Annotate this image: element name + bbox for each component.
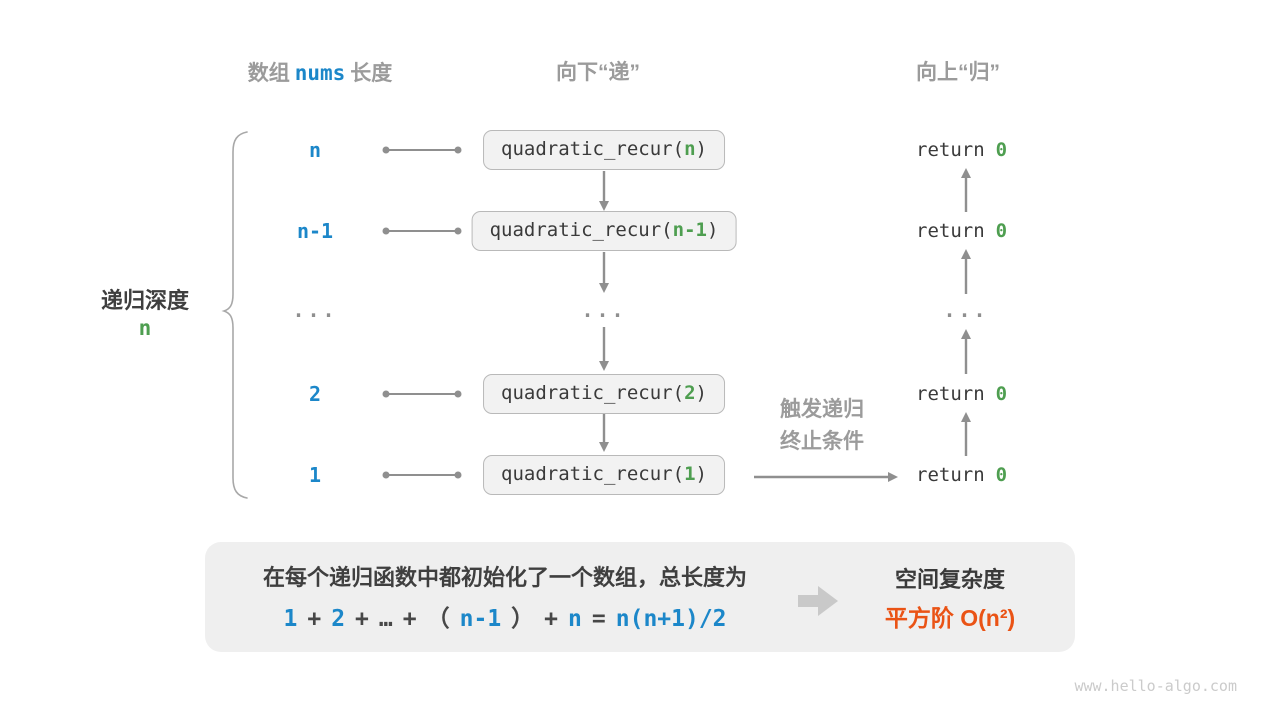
header-upward: 向上“归”: [916, 61, 1000, 84]
recursion-depth-value: n: [138, 316, 152, 340]
eq-token: ）: [511, 606, 535, 632]
call-box-n: quadratic_recur(n): [483, 130, 725, 170]
call-box-2: quadratic_recur(2): [483, 374, 725, 414]
call-text: ): [695, 463, 707, 485]
return-ellipsis: ...: [943, 298, 989, 322]
eq-token: （: [426, 606, 450, 632]
depth-label-1: 1: [308, 463, 322, 487]
depth-label-n-1: n-1: [296, 219, 334, 243]
call-text: quadratic_recur(: [489, 219, 673, 241]
summary-panel: 在每个递归函数中都初始化了一个数组，总长度为 1 +2 + … + （ n-1 ） + n = n(n…: [205, 542, 1075, 652]
depth-label-2: 2: [308, 382, 322, 406]
eq-token: n(n+1)/2: [615, 606, 727, 632]
call-text: quadratic_recur(: [501, 138, 685, 160]
space-complexity-value: 平方阶 O(n²): [884, 605, 1016, 631]
return-value: 0: [995, 220, 1008, 242]
call-box-1: quadratic_recur(1): [483, 455, 725, 495]
depth-label-n: n: [308, 138, 322, 162]
return-keyword: return: [916, 139, 985, 161]
site-watermark: www.hello-algo.com: [1074, 677, 1237, 695]
return-value: 0: [995, 383, 1008, 405]
space-complexity-title: 空间复杂度: [894, 567, 1005, 592]
summary-equation: 1 +2 + … + （ n-1 ） + n = n(n+1)/2: [215, 599, 795, 633]
eq-token: +: [544, 606, 559, 632]
call-arg: n-1: [672, 219, 707, 241]
eq-token: +: [355, 606, 369, 632]
header-downward: 向下“递”: [556, 61, 640, 84]
return-value: 0: [995, 464, 1008, 486]
call-ellipsis: ...: [581, 298, 627, 322]
implies-arrow-icon: [798, 586, 838, 616]
return-value: 0: [995, 139, 1008, 161]
eq-token: 2: [331, 606, 346, 632]
call-text: ): [706, 219, 719, 241]
call-text: ): [695, 138, 707, 160]
depth-brace: [221, 131, 248, 499]
return-label-1: return 0: [916, 461, 1007, 489]
call-text: quadratic_recur(: [501, 382, 685, 404]
depth-ellipsis: ...: [292, 298, 338, 322]
summary-description: 在每个递归函数中都初始化了一个数组，总长度为: [262, 565, 747, 590]
return-label-n-1: return 0: [916, 217, 1007, 245]
return-keyword: return: [916, 383, 985, 405]
eq-token: 1: [283, 606, 298, 632]
eq-token: n-1: [459, 606, 502, 632]
eq-token: n: [568, 606, 582, 632]
eq-token: +: [307, 606, 322, 632]
terminate-condition-line2: 终止条件: [780, 430, 864, 453]
call-text: quadratic_recur(: [501, 463, 685, 485]
header-array-post: 长度: [350, 62, 393, 85]
call-arg: n: [684, 138, 696, 160]
return-label-2: return 0: [916, 380, 1007, 408]
recursion-depth-title: 递归深度: [100, 288, 189, 313]
call-arg: 1: [684, 463, 696, 485]
return-keyword: return: [916, 464, 985, 486]
terminate-condition-line1: 触发递归: [780, 398, 864, 421]
header-array-code: nums: [294, 61, 346, 85]
eq-token: …: [378, 606, 393, 632]
depth-connector-lines: [382, 146, 462, 479]
call-text: ): [695, 382, 707, 404]
terminate-condition-label: 触发递归 终止条件: [757, 394, 887, 458]
return-label-n: return 0: [916, 136, 1007, 164]
call-arg: 2: [684, 382, 696, 404]
header-array-pre: 数组: [247, 62, 290, 85]
eq-token: =: [591, 606, 606, 632]
call-box-n-1: quadratic_recur(n-1): [471, 211, 737, 251]
eq-token: +: [402, 606, 417, 632]
return-keyword: return: [916, 220, 985, 242]
